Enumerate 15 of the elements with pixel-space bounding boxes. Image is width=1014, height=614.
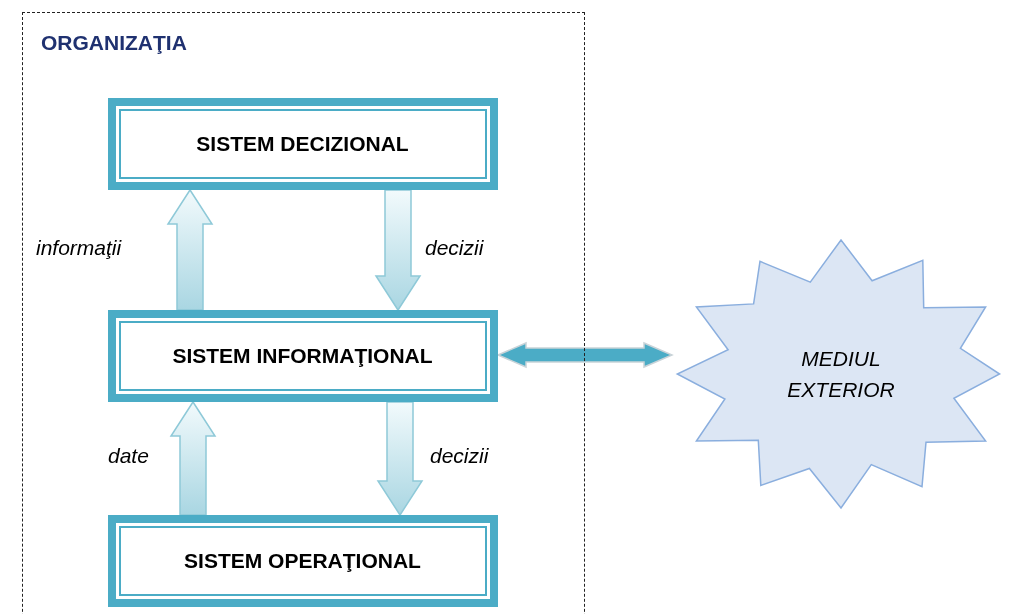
block-arrow — [374, 189, 422, 312]
edge-label: decizii — [430, 444, 489, 468]
edge-label: decizii — [425, 236, 484, 260]
node-label: MEDIUL EXTERIOR — [786, 345, 896, 403]
system-box: SISTEM OPERAŢIONAL — [107, 514, 498, 607]
block-arrow — [376, 401, 424, 517]
dashed-group-border — [22, 12, 585, 614]
block-arrow — [496, 341, 674, 369]
system-box: SISTEM INFORMAŢIONAL — [107, 309, 498, 402]
group-title: ORGANIZAŢIA — [41, 31, 187, 55]
block-arrow — [169, 400, 217, 516]
edge-label: informaţii — [36, 236, 122, 260]
system-box: SISTEM DECIZIONAL — [107, 97, 498, 190]
edge-label: date — [108, 444, 149, 468]
block-arrow — [166, 188, 214, 311]
